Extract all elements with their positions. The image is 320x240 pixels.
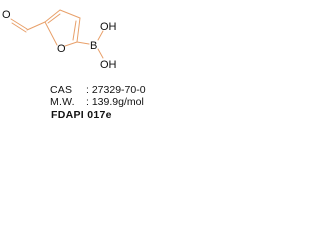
ring-oxygen-label: O xyxy=(57,43,66,55)
hydroxyl-top-label: OH xyxy=(100,21,117,33)
aldehyde-oxygen-label: O xyxy=(2,9,11,21)
boron-hydroxyl-top-bond xyxy=(97,30,104,41)
ring-bond-c5-c4-inner xyxy=(47,13,61,24)
hydroxyl-bottom-label: OH xyxy=(100,59,117,71)
aldehyde-double-bond-inner xyxy=(11,22,27,33)
boron-label: B xyxy=(90,40,97,52)
catalog-number: FDAPI 017e xyxy=(51,109,112,121)
mw-value: : 139.9g/mol xyxy=(86,96,144,108)
ring-bond-o-c5 xyxy=(44,21,58,46)
ring-bond-c5-c4 xyxy=(44,9,61,23)
cas-value: : 27329-70-0 xyxy=(86,84,146,96)
molecular-weight-row: M.W. : 139.9g/mol xyxy=(50,96,144,108)
carbon-boron-bond xyxy=(76,41,90,45)
aldehyde-double-bond xyxy=(10,18,28,30)
cas-number-row: CAS : 27329-70-0 xyxy=(50,84,146,96)
mw-label: M.W. xyxy=(50,96,75,108)
ring-bond-c3-c2 xyxy=(76,17,81,43)
ring-bond-c4-c3 xyxy=(59,9,81,19)
boron-hydroxyl-bottom-bond xyxy=(97,48,104,59)
ring-bond-c3-c2-inner xyxy=(72,20,77,41)
cas-label: CAS xyxy=(50,84,73,96)
cho-ring-bond xyxy=(26,21,46,31)
chemical-structure: O O B OH OH xyxy=(2,9,117,71)
ring-bond-c2-o xyxy=(64,41,78,47)
bond-lines xyxy=(10,9,104,59)
atom-labels: O O B OH OH xyxy=(2,9,117,71)
